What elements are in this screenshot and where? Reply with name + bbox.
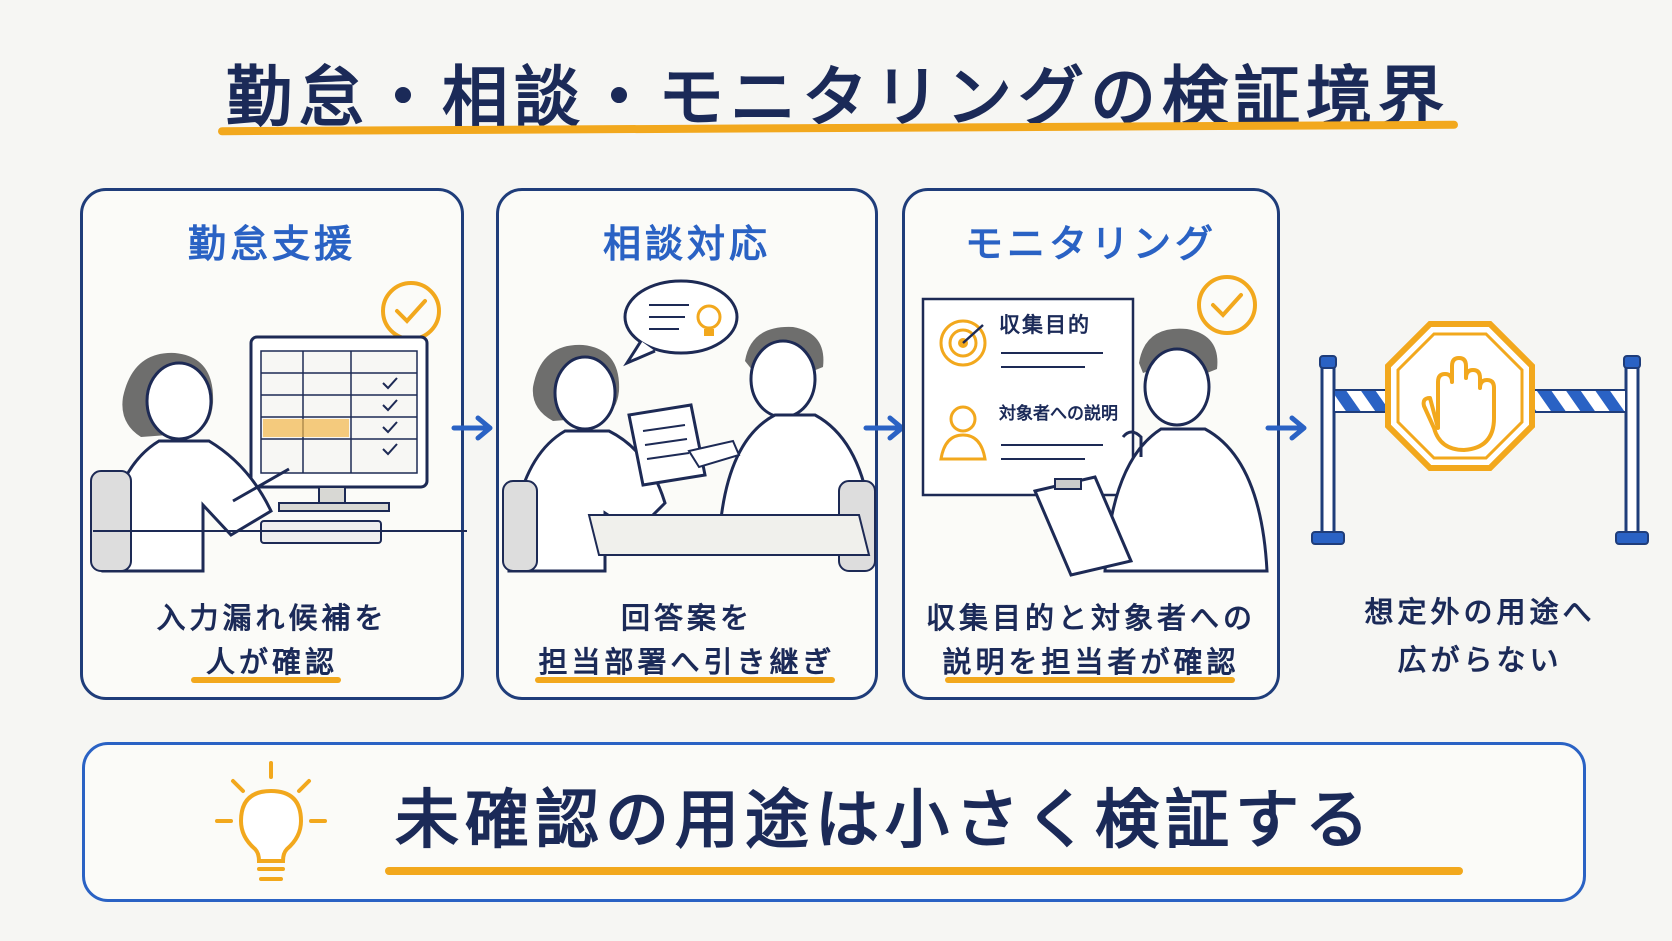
- boundary-caption-line2: 広がらない: [1397, 643, 1563, 677]
- doc-item-purpose: 収集目的: [999, 313, 1091, 337]
- panel-attendance: 勤怠支援 入力漏れ候補を: [80, 188, 467, 700]
- doc-item-explanation: 対象者への説明: [999, 404, 1118, 424]
- panel-caption-line2: 担当部署へ引き継ぎ: [538, 645, 836, 679]
- panel-consultation: 相談対応: [496, 188, 878, 700]
- lightbulb-icon: [696, 304, 722, 336]
- consultation-illustration: [502, 279, 876, 573]
- check-circle-icon: [1197, 275, 1257, 335]
- boundary-caption: 想定外の用途へ 広がらない: [1330, 588, 1630, 684]
- person-icon: [939, 405, 987, 461]
- monitoring-illustration: [921, 275, 1269, 577]
- document-icon: [627, 403, 707, 487]
- man-figure: [1103, 328, 1269, 573]
- arrow-right-icon: [451, 415, 493, 441]
- page-title: 勤怠・相談・モニタリングの検証境界: [226, 59, 1450, 136]
- panel-monitoring: モニタリング: [902, 188, 1280, 700]
- conclusion-banner: 未確認の用途は小さく検証する: [82, 742, 1586, 902]
- clipboard-icon: [1032, 475, 1134, 577]
- panel-caption-line2: 人が確認: [205, 645, 338, 679]
- check-circle-icon: [381, 281, 441, 341]
- conclusion-text: 未確認の用途は小さく検証する: [395, 784, 1375, 858]
- panel-caption-line1: 回答案を: [620, 601, 753, 635]
- target-icon: [939, 319, 987, 367]
- barrier-illustration: [1311, 321, 1649, 545]
- panel-caption-line1: 入力漏れ候補を: [156, 601, 388, 635]
- attendance-illustration: [90, 281, 467, 573]
- stop-hand-icon: [1385, 321, 1535, 471]
- lightbulb-icon: [215, 761, 327, 881]
- arrow-right-icon: [1265, 415, 1307, 441]
- panel-caption-line1: 収集目的と対象者への: [925, 601, 1256, 635]
- conclusion-underline: [385, 867, 1463, 875]
- caption-underline: [191, 677, 341, 683]
- barrier-left-post: [1311, 355, 1345, 545]
- woman-figure: [90, 352, 467, 573]
- caption-underline: [945, 677, 1235, 683]
- monitor-icon: [249, 335, 429, 544]
- boundary-caption-line1: 想定外の用途へ: [1364, 595, 1596, 629]
- barrier-right-post: [1615, 355, 1649, 545]
- panel-caption-line2: 説明を担当者が確認: [942, 645, 1240, 679]
- man-figure: [687, 326, 876, 572]
- panel-heading: 勤怠支援: [187, 222, 356, 266]
- panel-heading: 相談対応: [602, 222, 771, 266]
- caption-underline: [535, 677, 835, 683]
- panel-heading: モニタリング: [964, 222, 1217, 266]
- woman-figure: [502, 344, 667, 573]
